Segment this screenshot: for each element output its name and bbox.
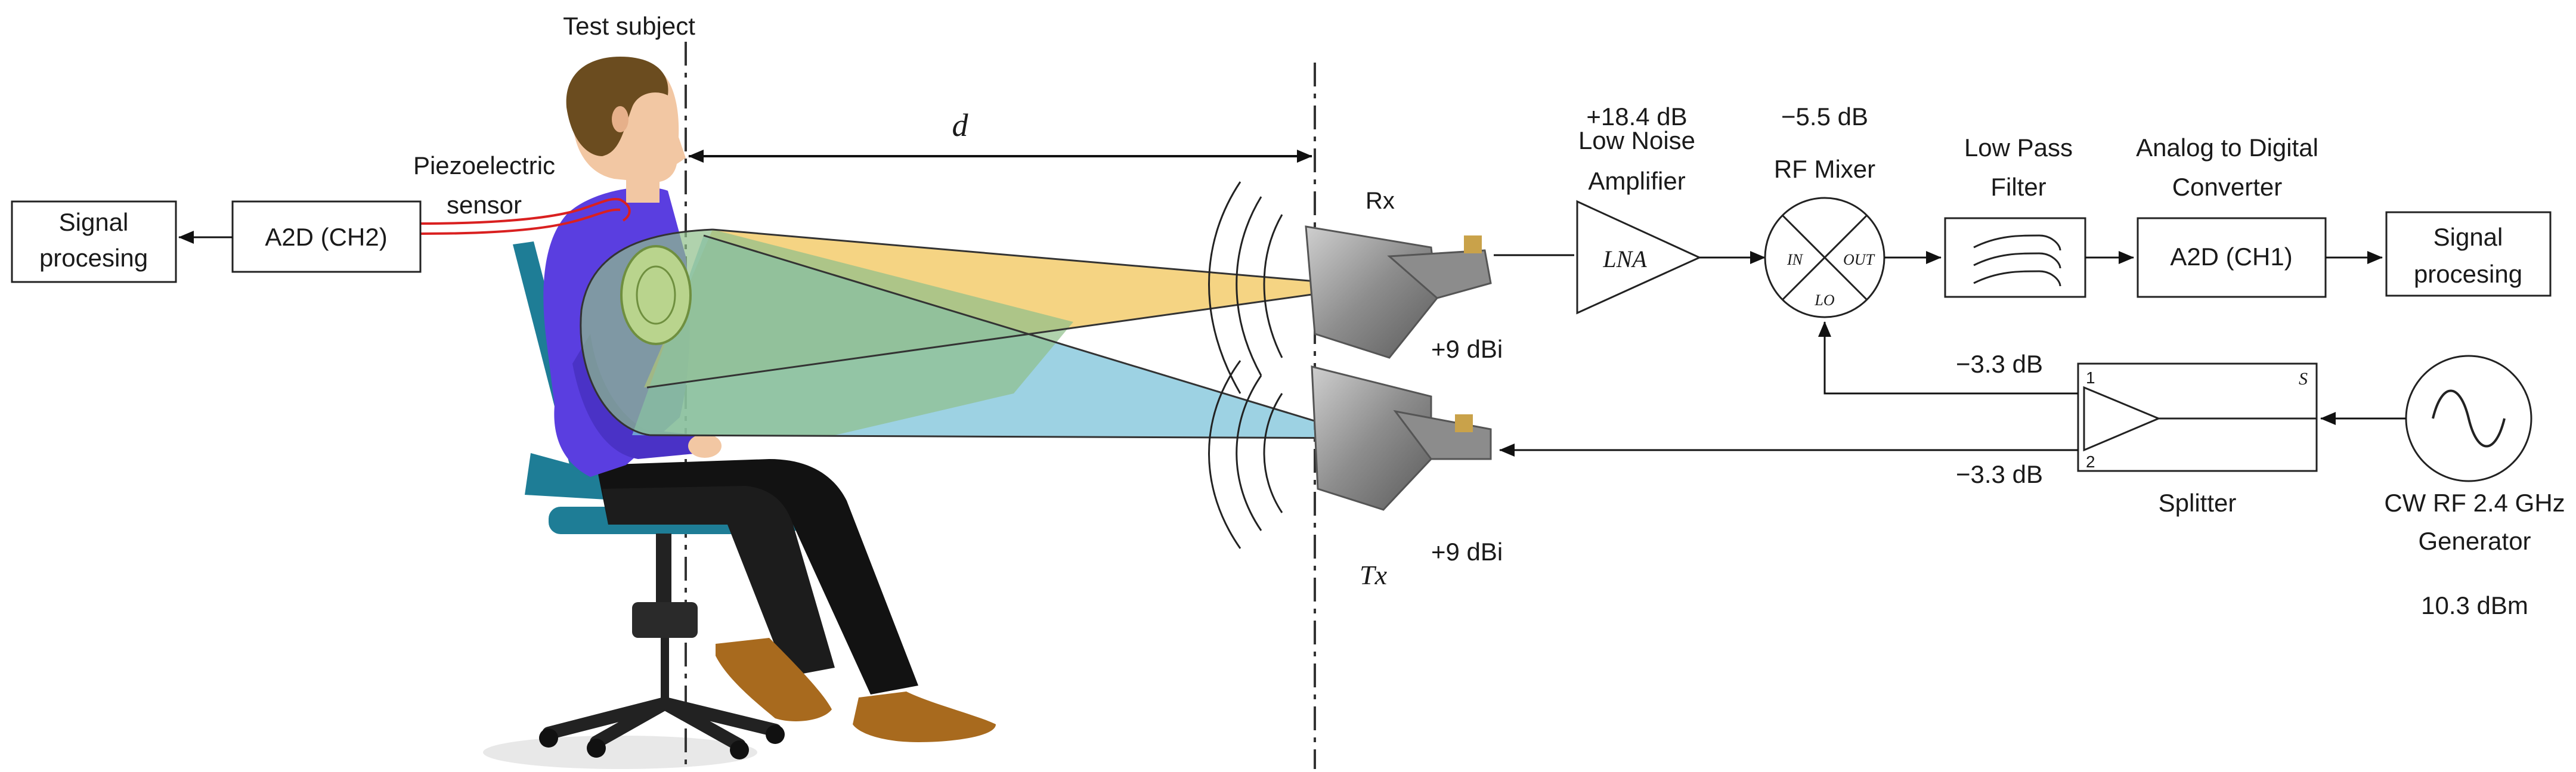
splitter-port2: 2 (2086, 452, 2095, 471)
splitter-to-mixer-lo-line (1818, 321, 2078, 395)
generator-label-2: Generator (2418, 527, 2531, 555)
lpf-title-1: Low Pass (1964, 134, 2073, 162)
adc-ch1-label: A2D (CH1) (2170, 243, 2292, 271)
mixer-title: RF Mixer (1774, 155, 1875, 183)
mixer-loss-label: −5.5 dB (1781, 103, 1868, 131)
adc1-title-1: Analog to Digital (2136, 134, 2318, 162)
signal-processing-left-label-2: procesing (39, 244, 148, 272)
piezo-sensor-label-1: Piezoelectric (413, 151, 555, 179)
splitter-triangle (2083, 386, 2161, 452)
lna-title-1: Low Noise (1578, 126, 1695, 154)
lna-title-2: Amplifier (1588, 167, 1685, 195)
test-subject-label: Test subject (563, 12, 695, 40)
splitter-port1: 1 (2086, 368, 2095, 387)
lpf-title-2: Filter (1990, 173, 2046, 201)
lna-amplifier-triangle (1576, 200, 1702, 315)
signal-processing-right-box (2385, 211, 2552, 297)
signal-processing-right-label-2: procesing (2414, 260, 2522, 288)
generator-power-label: 10.3 dBm (2421, 591, 2528, 619)
lna-symbol: LNA (1602, 246, 1647, 272)
splitter-loss-bottom: −3.3 dB (1956, 460, 2043, 488)
signal-processing-left-box (11, 200, 177, 283)
beam-cone-outline (580, 228, 713, 436)
mixer-cross-icon (1764, 197, 1885, 318)
signal-processing-right-label-1: Signal (2433, 223, 2503, 251)
tx-label: Tx (1360, 560, 1388, 590)
adc1-title-2: Converter (2172, 173, 2282, 201)
rx-wave-arcs (1208, 181, 1283, 394)
lpf-box (1944, 217, 2086, 298)
chest-overlap-region (580, 230, 1073, 435)
mixer-in-label: IN (1787, 251, 1804, 268)
splitter-loss-top: −3.3 dB (1956, 350, 2043, 378)
distance-label: d (952, 107, 969, 143)
generator-label-1: CW RF 2.4 GHz (2384, 489, 2565, 517)
splitter-label: Splitter (2159, 489, 2237, 517)
tx-gain-label: +9 dBi (1431, 538, 1503, 566)
rx-label: Rx (1366, 188, 1395, 214)
rx-gain-label: +9 dBi (1431, 335, 1503, 363)
signal-processing-left-label-1: Signal (59, 208, 129, 236)
adc-ch1-box (2137, 217, 2327, 298)
splitter-s-label: S (2299, 369, 2308, 389)
low-pass-filter-icon (1973, 234, 2061, 287)
piezo-sensor-label-2: sensor (447, 191, 522, 219)
adc-ch2-label: A2D (CH2) (265, 223, 387, 251)
mixer-lo-label: LO (1814, 292, 1834, 309)
piezo-sensor-disc (620, 245, 692, 345)
mixer-out-label: OUT (1843, 251, 1875, 268)
tx-horn-antenna (1311, 365, 1492, 511)
tx-wave-arcs (1208, 360, 1283, 549)
floor-shadow (483, 736, 757, 769)
lna-gain-label: +18.4 dB (1586, 103, 1687, 131)
sine-wave-icon (2432, 389, 2506, 448)
rx-horn-antenna (1305, 225, 1492, 359)
